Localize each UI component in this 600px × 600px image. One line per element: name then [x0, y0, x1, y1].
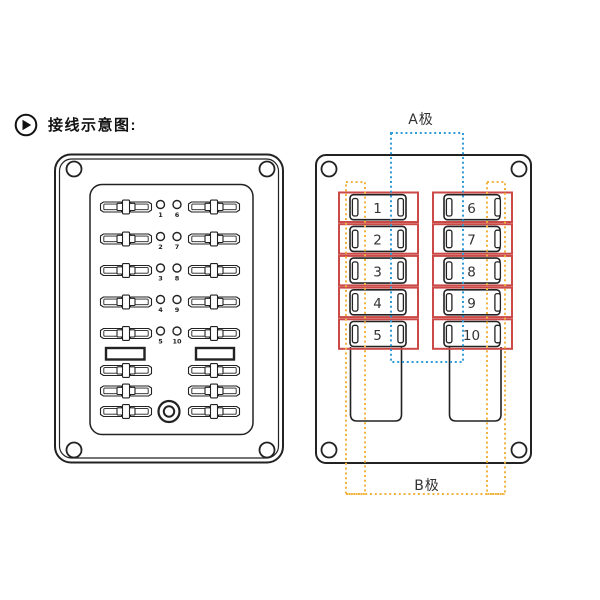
- position-number: 1: [373, 201, 382, 217]
- position-number: 5: [373, 328, 382, 344]
- position-number: 6: [467, 201, 476, 217]
- section-title: 接线示意图:: [48, 116, 137, 134]
- center-screw: [157, 399, 181, 424]
- terminal-row-1-6: 1 6: [338, 191, 513, 223]
- pole-b-bracket-left: [345, 181, 366, 495]
- fuse-position-box: [338, 223, 419, 255]
- fuse-box-rear-view: 1 6 2 7: [315, 154, 532, 464]
- pole-b-bracket-right: [486, 181, 506, 495]
- fuse-position-box: [338, 254, 419, 287]
- fuse-position-box: [432, 286, 513, 319]
- fuse-position-box: [338, 286, 419, 319]
- position-number: 5: [158, 338, 163, 346]
- connector-tab: [448, 347, 502, 422]
- position-number: 10: [172, 338, 182, 346]
- fuse-row-2: 2 7: [99, 231, 241, 251]
- position-number: 3: [158, 275, 163, 283]
- play-circle-icon: [13, 112, 39, 138]
- position-number: 7: [467, 233, 476, 249]
- pole-b-overlay: B极: [345, 181, 506, 495]
- position-number: 7: [175, 243, 180, 251]
- position-number: 2: [373, 233, 382, 249]
- position-number: 2: [158, 243, 163, 251]
- fuse-position-box: [338, 318, 419, 350]
- section-header: 接线示意图:: [13, 112, 137, 138]
- fuse-row-3: 3 8: [99, 263, 241, 283]
- mounting-holes: [65, 160, 276, 459]
- pole-a-overlay: A极: [390, 112, 464, 363]
- terminal-row-3-8: 3 8: [338, 254, 513, 287]
- position-number: 4: [373, 296, 382, 312]
- fuse-row-5: 5 10: [99, 326, 241, 346]
- position-number: 8: [467, 264, 476, 280]
- position-number: 9: [467, 296, 476, 312]
- fuse-position-box: [338, 191, 419, 223]
- position-number: 3: [373, 264, 382, 280]
- pole-a-label: A极: [408, 112, 434, 128]
- position-number: 8: [175, 275, 180, 283]
- fuse-position-box: [432, 254, 513, 287]
- position-number: 6: [175, 211, 180, 219]
- bus-bar-window: [194, 346, 236, 361]
- fuse-row-1: 1 6: [99, 199, 241, 219]
- position-number: 10: [463, 328, 480, 344]
- position-number: 1: [158, 211, 163, 219]
- fuse-box-front-view: 1 6 2 7 3 8: [54, 153, 284, 464]
- bus-bar-window: [104, 346, 146, 361]
- position-number: 4: [158, 306, 163, 314]
- fuse-position-box: [432, 223, 513, 255]
- pole-b-label: B极: [414, 478, 440, 494]
- mounting-holes: [320, 160, 528, 459]
- fuse-row-4: 4 9: [99, 294, 241, 314]
- fuse-position-box: [432, 191, 513, 223]
- fuse-area-outline: [89, 183, 254, 436]
- fuse-position-box: [432, 318, 513, 350]
- connector-tab: [349, 347, 403, 422]
- position-number: 9: [175, 306, 180, 314]
- pole-a-bracket: [390, 132, 464, 363]
